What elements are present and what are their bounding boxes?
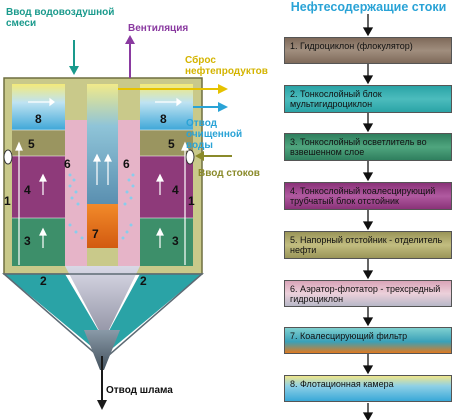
stage-7-box: 7. Коалесцирующий фильтр — [284, 327, 452, 354]
partition-lines — [12, 129, 193, 219]
air-water-inlet-label: Ввод водовоздушной смеси — [6, 7, 115, 29]
stage-8-label: 8. Флотационная камера — [290, 379, 394, 389]
stage-5-box: 5. Напорный отстойник - отделитель нефти — [284, 231, 452, 259]
zone-6-right — [118, 120, 140, 266]
internal-flow-arrows — [15, 97, 189, 265]
stage-1-label: 1. Гидроциклон (флокулятор) — [290, 41, 413, 51]
zone-7-filter — [87, 204, 118, 248]
stage-7-label: 7. Коалесцирующий фильтр — [290, 331, 408, 341]
zone-2-left — [4, 274, 104, 352]
stage-4-label: 4. Тонкослойный коалесцирующий трубчатый… — [290, 186, 436, 206]
zone-number-4-left: 4 — [24, 183, 31, 197]
ventilation-label: Вентиляция — [128, 23, 189, 34]
stage-4-box: 4. Тонкослойный коалесцирующий трубчатый… — [284, 182, 452, 210]
stage-5-label: 5. Напорный отстойник - отделитель нефти — [290, 235, 443, 255]
stage-8-box: 8. Флотационная камера — [284, 375, 452, 402]
zone-8-right — [140, 84, 193, 130]
left-inlet-port — [3, 149, 13, 165]
stage-6-label: 6. Аэратор-флотатор - трехсредный гидроц… — [290, 284, 441, 304]
zone-number-3-right: 3 — [172, 234, 179, 248]
stage-6-box: 6. Аэратор-флотатор - трехсредный гидроц… — [284, 280, 452, 307]
zone-number-2-right: 2 — [140, 274, 147, 288]
zone-number-6-right: 6 — [123, 157, 130, 171]
zone-number-8-left: 8 — [35, 112, 42, 126]
zone-number-1-right: 1 — [188, 194, 195, 208]
zone-number-8-right: 8 — [160, 112, 167, 126]
stage-1-box: 1. Гидроциклон (флокулятор) — [284, 37, 452, 64]
center-column — [87, 84, 118, 204]
stage-3-box: 3. Тонкослойный осветлитель во взвешенно… — [284, 133, 452, 161]
zone-8-left — [12, 84, 65, 130]
sludge-neck — [84, 330, 120, 370]
zone-number-5-left: 5 — [28, 137, 35, 151]
zone-number-6-left: 6 — [64, 157, 71, 171]
stage-2-label: 2. Тонкослойный блок мультигидроциклон — [290, 89, 382, 109]
zone-number-1-left: 1 — [4, 194, 11, 208]
zone-2-right — [104, 274, 202, 352]
zone-number-4-right: 4 — [172, 183, 179, 197]
zone-4-right — [140, 156, 193, 218]
flow-title: Нефтесодержащие стоки — [290, 0, 447, 14]
air-bubbles — [68, 173, 135, 240]
stage-2-box: 2. Тонкослойный блок мультигидроциклон — [284, 85, 452, 113]
inner-cone — [65, 266, 140, 340]
zone-5-left — [12, 130, 65, 156]
flow-connector — [362, 14, 374, 420]
zone-number-2-left: 2 — [40, 274, 47, 288]
oil-discharge-label: Сброс нефтепродуктов — [185, 55, 268, 77]
zone-numbers: 8 8 5 5 6 6 4 4 1 1 7 3 3 2 2 — [4, 112, 195, 288]
clean-water-outlet-label: Отвод очищенной воды — [186, 118, 243, 151]
right-inlet-port — [185, 149, 195, 165]
stage-3-label: 3. Тонкослойный осветлитель во взвешенно… — [290, 137, 427, 157]
sludge-arrow-head — [97, 400, 107, 410]
zone-3-right — [140, 218, 193, 266]
zone-number-3-left: 3 — [24, 234, 31, 248]
wastewater-inlet-label: Ввод стоков — [198, 168, 260, 179]
sludge-outlet-label: Отвод шлама — [106, 385, 173, 396]
zone-4-left — [12, 156, 65, 218]
zone-5-right — [140, 130, 193, 156]
zone-number-7: 7 — [92, 227, 99, 241]
zone-number-5-right: 5 — [168, 137, 175, 151]
zone-3-left — [12, 218, 65, 266]
apparatus-diagram: 8 8 5 5 6 6 4 4 1 1 7 3 3 2 2 — [1, 35, 232, 410]
